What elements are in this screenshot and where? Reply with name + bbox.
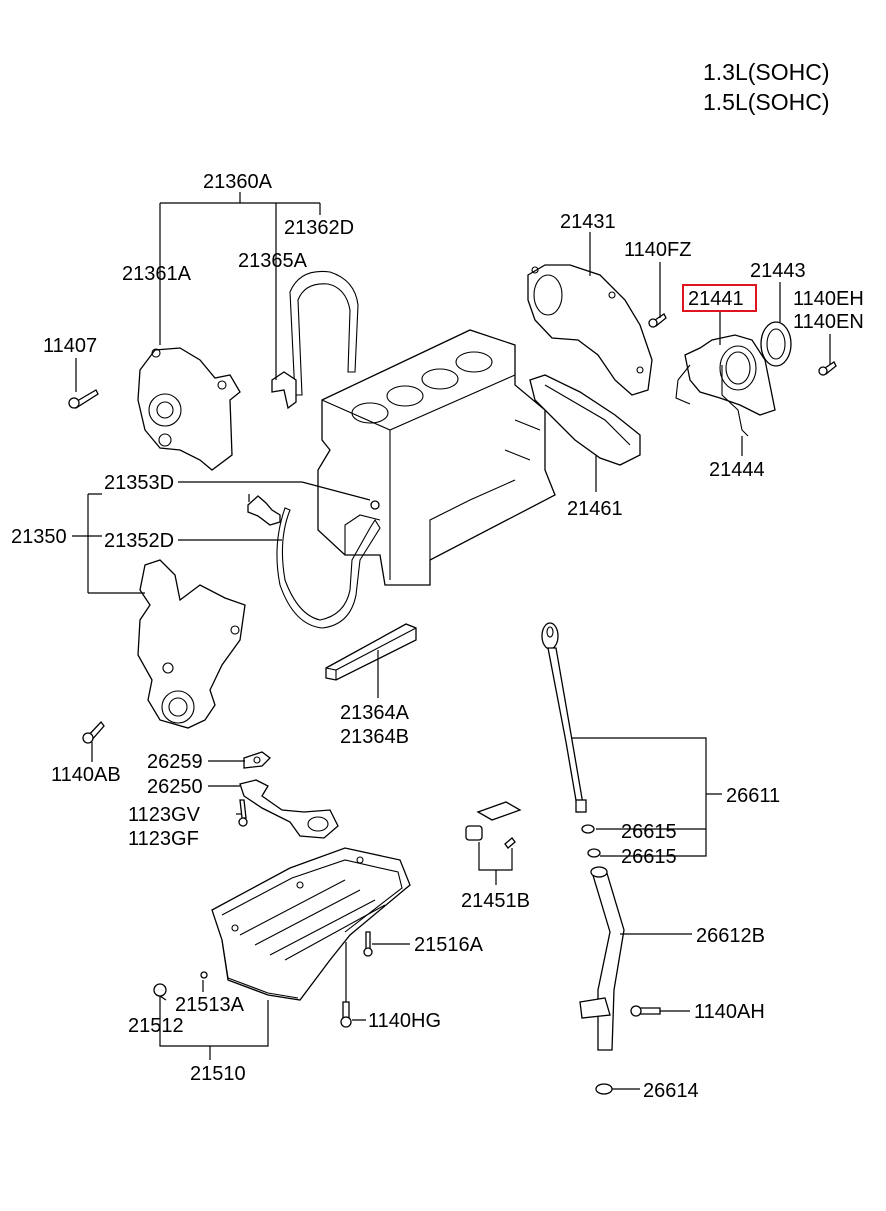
- label-1140HG[interactable]: 1140HG: [368, 1010, 441, 1032]
- label-21350[interactable]: 21350: [11, 526, 67, 548]
- gasket-21352D: [276, 500, 381, 629]
- bolt-1140EH: [818, 361, 837, 376]
- oil-seal-case-21441: [675, 334, 776, 416]
- part-labels: 21360A 21362D 21365A 21361A 11407 21353D…: [11, 171, 864, 1102]
- label-21512[interactable]: 21512: [128, 1015, 184, 1037]
- sensor-21451B: [465, 801, 522, 849]
- cover-21461: [529, 374, 641, 466]
- engine-block: [317, 329, 556, 586]
- dipstick-tube-26612B: [579, 866, 625, 1051]
- label-1140FZ[interactable]: 1140FZ: [624, 239, 691, 261]
- label-21443[interactable]: 21443: [750, 260, 806, 282]
- bolt-1123GV: [238, 799, 248, 827]
- lower-timing-cover: [137, 559, 246, 729]
- label-26250[interactable]: 26250: [147, 776, 203, 798]
- bolt-1140AB: [82, 720, 105, 744]
- label-26611[interactable]: 26611: [726, 785, 780, 807]
- bolt-1140FZ: [648, 313, 667, 328]
- label-21362D[interactable]: 21362D: [284, 217, 354, 239]
- label-1140AH[interactable]: 1140AH: [694, 1001, 765, 1023]
- drain-plug-21512: [153, 971, 208, 997]
- oil-pan-21510: [211, 847, 411, 1001]
- strip-21364A: [325, 623, 417, 681]
- seal-bracket-21365A: [271, 371, 297, 410]
- label-21360A[interactable]: 21360A: [203, 171, 273, 193]
- label-21441[interactable]: 21441: [688, 288, 744, 310]
- label-21444[interactable]: 21444: [709, 459, 765, 481]
- gasket-21444: [721, 365, 749, 437]
- label-26614[interactable]: 26614: [643, 1080, 699, 1102]
- label-1140EH[interactable]: 1140EH: [793, 288, 864, 310]
- label-1123GF[interactable]: 1123GF: [128, 828, 199, 850]
- label-21364A[interactable]: 21364A: [340, 702, 410, 724]
- seal-21353D: [247, 495, 281, 526]
- label-21352D[interactable]: 21352D: [104, 530, 174, 552]
- o-ring-26615-upper: [581, 824, 595, 834]
- o-ring-26615-lower: [587, 848, 601, 858]
- highlight-box-21441: [682, 284, 757, 312]
- leader-lines: [72, 192, 831, 1090]
- label-21431[interactable]: 21431: [560, 211, 616, 233]
- oil-strainer-26250: [239, 779, 339, 839]
- engine-spec-line-2: 1.5L(SOHC): [703, 89, 830, 115]
- rear-plate-21431: [527, 264, 653, 396]
- label-21516A[interactable]: 21516A: [414, 934, 484, 956]
- label-21364B[interactable]: 21364B: [340, 726, 409, 748]
- label-21510[interactable]: 21510: [190, 1063, 246, 1085]
- label-26259[interactable]: 26259: [147, 751, 203, 773]
- timing-belt-upper: [289, 270, 359, 396]
- label-26612B[interactable]: 26612B: [696, 925, 765, 947]
- bolt-11407: [68, 389, 99, 409]
- label-21365A[interactable]: 21365A: [238, 250, 308, 272]
- upper-timing-cover: [137, 347, 241, 471]
- label-21513A[interactable]: 21513A: [175, 994, 245, 1016]
- label-26615-lower[interactable]: 26615: [621, 846, 677, 868]
- o-ring-26614: [595, 1083, 613, 1095]
- label-21361A[interactable]: 21361A: [122, 263, 192, 285]
- engine-spec-line-1: 1.3L(SOHC): [703, 59, 830, 85]
- bolt-1140AH: [630, 1005, 661, 1017]
- oil-seal-21443: [760, 321, 792, 367]
- label-1140AB[interactable]: 1140AB: [51, 764, 121, 786]
- label-21451B[interactable]: 21451B: [461, 890, 530, 912]
- label-21353D[interactable]: 21353D: [104, 472, 174, 494]
- label-26615-upper[interactable]: 26615: [621, 821, 677, 843]
- dipstick-26611: [541, 622, 587, 813]
- bolt-21516A: [363, 931, 373, 957]
- label-21461[interactable]: 21461: [567, 498, 623, 520]
- label-11407[interactable]: 11407: [43, 335, 97, 357]
- label-1140EN[interactable]: 1140EN: [793, 311, 864, 333]
- label-1123GV[interactable]: 1123GV: [128, 804, 201, 826]
- gasket-26259: [243, 751, 271, 769]
- bolt-1140HG: [340, 1001, 352, 1028]
